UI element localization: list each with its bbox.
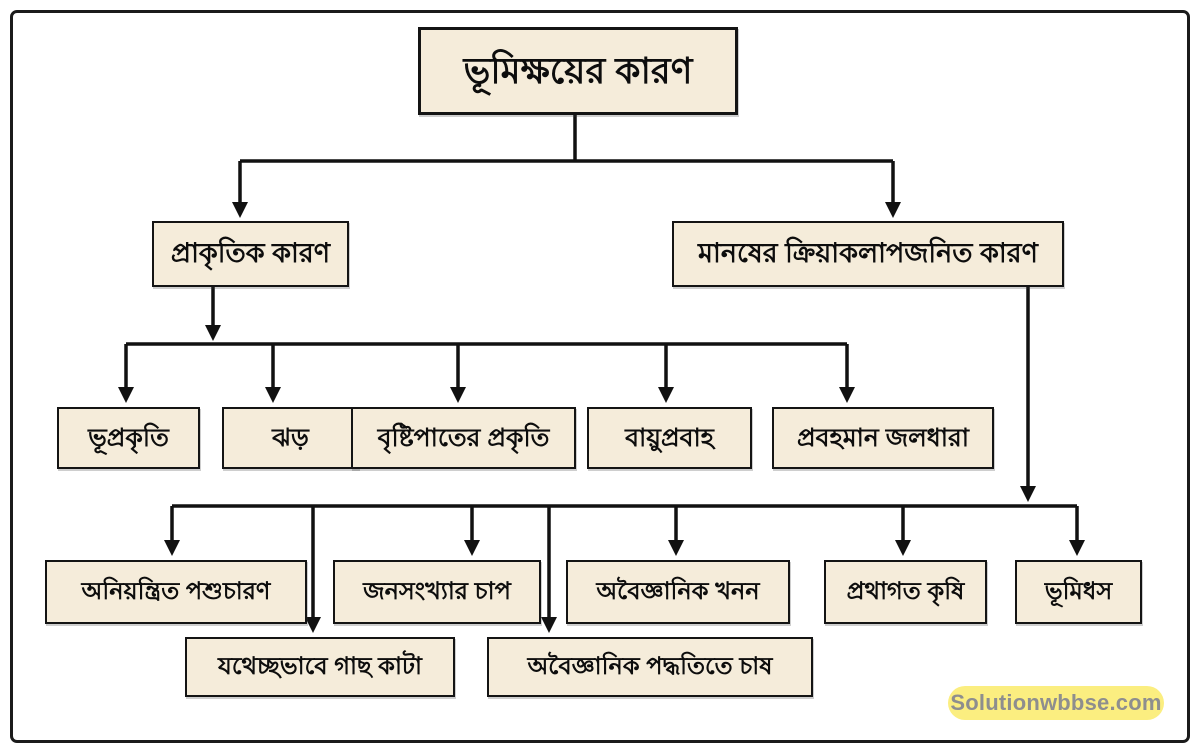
- node-unscientific-mining: অবৈজ্ঞানিক খনন: [566, 560, 790, 624]
- node-landform: ভূপ্রকৃতি: [57, 407, 200, 469]
- node-uncontrolled-grazing: অনিয়ন্ত্রিত পশুচারণ: [45, 560, 307, 624]
- watermark-badge: Solutionwbbse.com: [948, 686, 1164, 720]
- node-wind-flow: বায়ুপ্রবাহ: [587, 407, 752, 469]
- node-landslide: ভূমিধস: [1015, 560, 1142, 624]
- node-flowing-water: প্রবহমান জলধারা: [772, 407, 994, 469]
- node-traditional-agriculture: প্রথাগত কৃষি: [824, 560, 987, 624]
- node-human-activity-causes: মানষের ক্রিয়াকলাপজনিত কারণ: [672, 221, 1064, 287]
- node-population-pressure: জনসংখ্যার চাপ: [333, 560, 541, 624]
- node-storm: ঝড়: [222, 407, 359, 469]
- node-unscientific-farming: অবৈজ্ঞানিক পদ্ধতিতে চাষ: [487, 637, 813, 697]
- node-title: ভূমিক্ষয়ের কারণ: [418, 27, 738, 115]
- node-natural-causes: প্রাকৃতিক কারণ: [152, 221, 349, 287]
- node-rainfall-nature: বৃষ্টিপাতের প্রকৃতি: [351, 407, 576, 469]
- node-indiscriminate-tree-cutting: যথেচ্ছভাবে গাছ কাটা: [185, 637, 455, 697]
